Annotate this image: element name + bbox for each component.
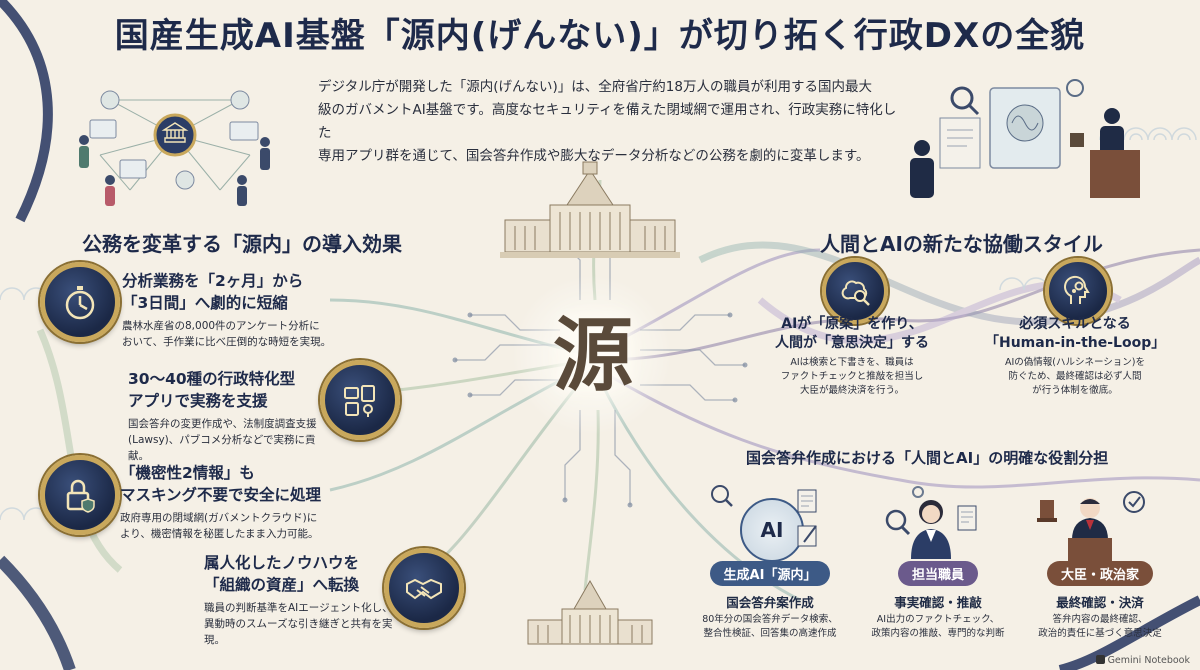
role-task: 国会答弁案作成	[726, 595, 814, 610]
apps-icon	[344, 385, 375, 417]
brain-magnifier-icon	[841, 280, 870, 306]
role-card-minister: 大臣・政治家 最終確認・決済 答弁内容の最終確認、政治的責任に基づく意思決定	[1020, 561, 1180, 641]
effect-desc: 国会答弁の変更作成や、法制度調査支援 (Lawsy)、パブコメ分析などで実務に貢献…	[128, 416, 328, 464]
effect-medal-4	[384, 548, 464, 628]
collab-desc: AIの偽情報(ハルシネーション)を防ぐため、最終確認は必ず人間が行う体制を徹底。	[985, 356, 1165, 398]
collab-desc-line: ファクトチェックと推敲を担当し	[780, 371, 924, 382]
ai-tools-icons	[711, 485, 817, 547]
lock-shield-icon	[66, 479, 95, 513]
effect-desc-line: 職員の判断基準をAIエージェント化し、	[204, 602, 393, 614]
national-diet-building-small-icon	[527, 579, 653, 645]
effect-desc-line: より、機密情報を秘匿したまま入力可能。	[120, 528, 319, 540]
effect-desc-line: (Lawsy)、パブコメ分析などで実務に貢献。	[128, 434, 316, 462]
effect-item-3: 「機密性2情報」もマスキング不要で安全に処理 政府専用の閉域網(ガバメントクラウ…	[120, 462, 350, 542]
collab-title: 必須スキルとなる「Human-in-the-Loop」	[985, 315, 1165, 353]
collab-title-line: AIが「原案」を作り、	[781, 316, 923, 332]
collab-desc-line: 大臣が最終決済を行う。	[800, 385, 904, 396]
intro-line: 級のガバメントAI基盤です。高度なセキュリティを備えた閉域網で運用され、行政実務…	[318, 102, 897, 141]
collab-title-line: 人間が「意思決定」する	[775, 335, 929, 351]
ai-badge-text: AI	[760, 518, 784, 542]
role-desc-line: 答弁内容の最終確認、	[1052, 614, 1148, 625]
effect-desc-line: 政府専用の閉域網(ガバメントクラウド)に	[120, 512, 318, 524]
intro-text: デジタル庁が開発した「源内(げんない)」は、全府省庁約18万人の職員が利用する国…	[318, 76, 898, 168]
genai-center-emblem: 源	[553, 308, 633, 402]
role-desc-line: 政治的責任に基づく意思決定	[1038, 628, 1162, 639]
effect-title-line: 属人化したノウハウを	[204, 554, 360, 572]
effect-medal-1	[40, 262, 120, 342]
collab-desc-line: が行う体制を徹底。	[1032, 385, 1118, 396]
page-title: 国産生成AI基盤「源内(げんない)」が切り拓く行政DXの全貌	[114, 16, 1086, 56]
effect-desc: 政府専用の閉域網(ガバメントクラウド)により、機密情報を秘匿したまま入力可能。	[120, 510, 350, 542]
intro-line: デジタル庁が開発した「源内(げんない)」は、全府省庁約18万人の職員が利用する国…	[318, 79, 872, 95]
collab-medal-1	[822, 258, 888, 324]
role-desc-line: 80年分の国会答弁データ検索、	[702, 614, 838, 625]
handshake-icon	[406, 578, 442, 600]
stopwatch-icon	[65, 286, 95, 320]
notebook-icon	[1095, 655, 1105, 664]
effect-title-line: 分析業務を「2ヶ月」から	[122, 272, 304, 290]
role-desc: 答弁内容の最終確認、政治的責任に基づく意思決定	[1020, 613, 1180, 641]
effect-title-line: アプリで実務を支援	[128, 392, 268, 410]
collab-title-line: 必須スキルとなる	[1019, 316, 1131, 332]
effect-item-1: 分析業務を「2ヶ月」から「3日間」へ劇的に短縮 農林水産省の8,000件のアンケ…	[122, 270, 342, 350]
effect-item-2: 30〜40種の行政特化型アプリで実務を支援 国会答弁の変更作成や、法制度調査支援…	[128, 368, 328, 464]
effect-item-4: 属人化したノウハウを「組織の資産」へ転換 職員の判断基準をAIエージェント化し、…	[204, 552, 404, 648]
effect-title-line: 「3日間」へ劇的に短縮	[122, 294, 288, 312]
effect-medal-3	[40, 455, 120, 535]
left-section-heading: 公務を変革する「源内」の導入効果	[82, 232, 402, 256]
credit-label: Gemini Notebook	[1107, 655, 1190, 666]
collab-title-line: 「Human-in-the-Loop」	[985, 335, 1166, 351]
collab-item-1: AIが「原案」を作り、人間が「意思決定」する AIは検索と下書きを、職員はファク…	[762, 315, 942, 398]
role-desc-line: AI出力のファクトチェック、	[876, 614, 1000, 625]
effect-desc: 農林水産省の8,000件のアンケート分析において、手作業に比べ圧倒的な時短を実現…	[122, 318, 342, 350]
role-card-staff: 担当職員 事実確認・推敲 AI出力のファクトチェック、政策内容の推敲、専門的な判…	[858, 561, 1018, 641]
effect-desc: 職員の判断基準をAIエージェント化し、異動時のスムーズな引き継ぎと共有を実現。	[204, 600, 404, 648]
effect-title-line: マスキング不要で安全に処理	[120, 486, 322, 504]
staff-person-icon	[885, 486, 977, 559]
head-gears-icon	[1064, 275, 1090, 304]
minister-podium-icon	[1037, 491, 1145, 564]
effect-desc-line: 異動時のスムーズな引き継ぎと共有を実現。	[204, 618, 393, 646]
effect-title: 30〜40種の行政特化型アプリで実務を支援	[128, 368, 328, 412]
effect-title: 「機密性2情報」もマスキング不要で安全に処理	[120, 462, 350, 506]
effect-desc-line: おいて、手作業に比べ圧倒的な時短を実現。	[122, 336, 332, 348]
collab-title: AIが「原案」を作り、人間が「意思決定」する	[762, 315, 942, 353]
collab-item-2: 必須スキルとなる「Human-in-the-Loop」 AIの偽情報(ハルシネー…	[985, 315, 1165, 398]
effect-title-line: 「機密性2情報」も	[120, 464, 255, 482]
collab-desc-line: 防ぐため、最終確認は必ず人間	[1008, 371, 1142, 382]
effect-title: 属人化したノウハウを「組織の資産」へ転換	[204, 552, 404, 596]
role-task: 事実確認・推敲	[894, 595, 982, 610]
role-desc-line: 整合性検証、回答集の高速作成	[703, 628, 837, 639]
effect-medal-2	[320, 360, 400, 440]
role-label: 大臣・政治家	[1046, 561, 1153, 586]
government-network-illustration	[79, 90, 270, 206]
credit-text: Gemini Notebook	[1095, 655, 1190, 666]
collab-desc-line: AIの偽情報(ハルシネーション)を	[1004, 357, 1146, 368]
effect-title-line: 30〜40種の行政特化型	[128, 370, 296, 388]
intro-line: 専用アプリ群を通じて、国会答弁作成や膨大なデータ分析などの公務を劇的に変革します…	[318, 148, 870, 164]
effect-title-line: 「組織の資産」へ転換	[204, 576, 360, 594]
role-label: 生成AI「源内」	[709, 561, 831, 586]
effect-desc-line: 国会答弁の変更作成や、法制度調査支援	[128, 418, 317, 430]
national-diet-building-icon	[500, 161, 680, 258]
official-podium-illustration	[910, 79, 1140, 198]
collab-medal-2	[1045, 258, 1111, 324]
role-desc: 80年分の国会答弁データ検索、整合性検証、回答集の高速作成	[695, 613, 845, 641]
collab-desc-line: AIは検索と下書きを、職員は	[790, 357, 914, 368]
collab-desc: AIは検索と下書きを、職員はファクトチェックと推敲を担当し大臣が最終決済を行う。	[762, 356, 942, 398]
role-card-ai: 生成AI「源内」 国会答弁案作成 80年分の国会答弁データ検索、整合性検証、回答…	[695, 561, 845, 641]
effect-desc-line: 農林水産省の8,000件のアンケート分析に	[122, 320, 320, 332]
role-desc: AI出力のファクトチェック、政策内容の推敲、専門的な判断	[858, 613, 1018, 641]
role-label: 担当職員	[897, 561, 978, 586]
role-desc-line: 政策内容の推敲、専門的な判断	[871, 628, 1005, 639]
effect-title: 分析業務を「2ヶ月」から「3日間」へ劇的に短縮	[122, 270, 342, 314]
role-task: 最終確認・決済	[1056, 595, 1144, 610]
right-section-heading: 人間とAIの新たな協働スタイル	[820, 232, 1103, 256]
roles-heading: 国会答弁作成における「人間とAI」の明確な役割分担	[746, 449, 1109, 467]
